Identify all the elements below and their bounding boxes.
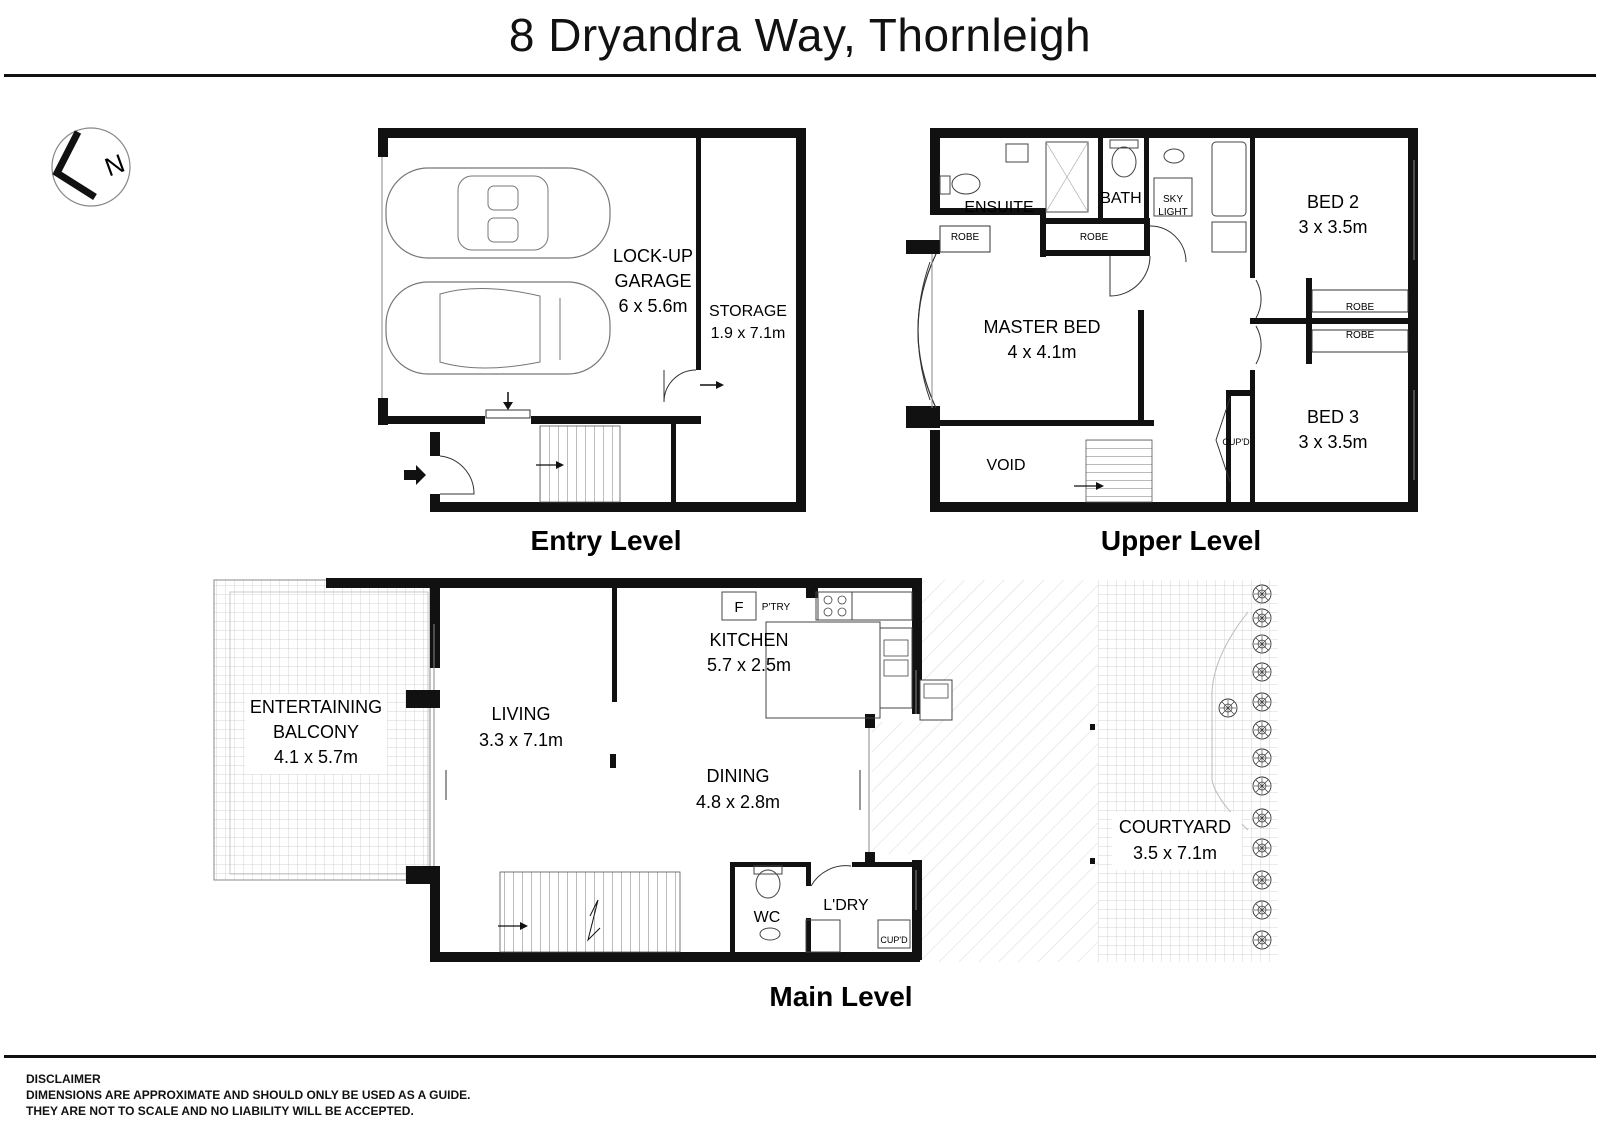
garage-size: 6 x 5.6m bbox=[618, 296, 687, 316]
skylight-label-line2: LIGHT bbox=[1158, 207, 1187, 218]
robe-hall-label: ROBE bbox=[1080, 232, 1109, 243]
robe-bed2-label: ROBE bbox=[1346, 302, 1375, 313]
balcony-label-line2: BALCONY bbox=[273, 722, 359, 742]
disclaimer-heading: DISCLAIMER bbox=[26, 1072, 101, 1086]
robe-master-label: ROBE bbox=[951, 232, 980, 243]
disclaimer-line2: THEY ARE NOT TO SCALE AND NO LIABILITY W… bbox=[26, 1104, 414, 1118]
main-cupd-label: CUP'D bbox=[880, 935, 908, 945]
courtyard-label: COURTYARD bbox=[1119, 817, 1231, 837]
disclaimer-line1: DIMENSIONS ARE APPROXIMATE AND SHOULD ON… bbox=[26, 1088, 471, 1102]
living-size: 3.3 x 7.1m bbox=[479, 730, 563, 750]
main-level-label: Main Level bbox=[769, 981, 912, 1012]
bed3-label: BED 3 bbox=[1307, 407, 1359, 427]
bed2-label: BED 2 bbox=[1307, 192, 1359, 212]
entry-level-label: Entry Level bbox=[531, 525, 682, 556]
upper-level-plan: ENSUITE BATH SKY LIGHT ROBE ROBE ROBE RO… bbox=[906, 128, 1418, 556]
car-icon bbox=[385, 167, 611, 259]
car-icon bbox=[385, 281, 611, 375]
header-rule bbox=[4, 74, 1596, 77]
robe-bed3-label: ROBE bbox=[1346, 330, 1375, 341]
garage-label-line1: LOCK-UP bbox=[613, 246, 693, 266]
page-title: 8 Dryandra Way, Thornleigh bbox=[508, 9, 1092, 61]
garage-label-line2: GARAGE bbox=[614, 271, 691, 291]
balcony-size: 4.1 x 5.7m bbox=[274, 747, 358, 767]
skylight-label-line1: SKY bbox=[1163, 194, 1183, 205]
upper-cupd-label: CUP'D bbox=[1222, 437, 1250, 447]
main-level-plan: ENTERTAINING BALCONY 4.1 x 5.7m LIVING 3… bbox=[213, 578, 1278, 1012]
north-compass-icon: N bbox=[51, 127, 131, 207]
upper-level-label: Upper Level bbox=[1101, 525, 1261, 556]
master-bed-label: MASTER BED bbox=[983, 317, 1100, 337]
footer-rule bbox=[4, 1055, 1596, 1058]
balcony-label-line1: ENTERTAINING bbox=[250, 697, 382, 717]
master-bed-size: 4 x 4.1m bbox=[1007, 342, 1076, 362]
storage-label: STORAGE bbox=[709, 303, 787, 320]
storage-size: 1.9 x 7.1m bbox=[711, 325, 786, 342]
ensuite-label: ENSUITE bbox=[964, 199, 1033, 216]
laundry-label: L'DRY bbox=[823, 897, 869, 914]
bath-label: BATH bbox=[1100, 190, 1141, 207]
pantry-label: P'TRY bbox=[762, 602, 791, 613]
living-label: LIVING bbox=[491, 704, 550, 724]
dining-label: DINING bbox=[707, 766, 770, 786]
entry-level-plan: LOCK-UP GARAGE 6 x 5.6m STORAGE 1.9 x 7.… bbox=[378, 128, 806, 556]
bed3-size: 3 x 3.5m bbox=[1298, 432, 1367, 452]
fridge-label: F bbox=[734, 599, 743, 616]
courtyard-size: 3.5 x 7.1m bbox=[1133, 843, 1217, 863]
bed2-size: 3 x 3.5m bbox=[1298, 217, 1367, 237]
kitchen-label: KITCHEN bbox=[709, 630, 788, 650]
wc-label: WC bbox=[754, 909, 781, 926]
dining-size: 4.8 x 2.8m bbox=[696, 792, 780, 812]
kitchen-size: 5.7 x 2.5m bbox=[707, 655, 791, 675]
void-label: VOID bbox=[986, 457, 1025, 474]
